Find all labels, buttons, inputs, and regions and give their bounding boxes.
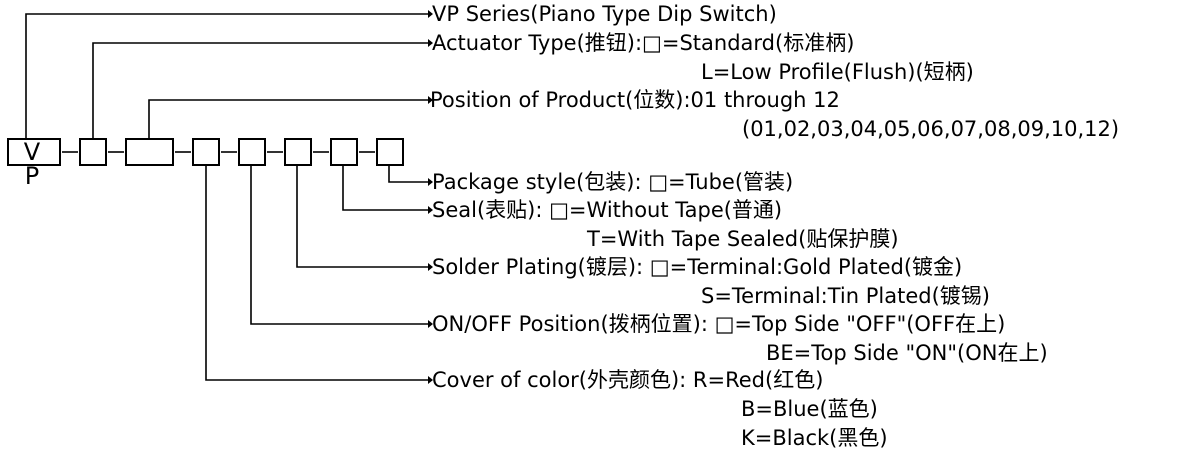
label-color: Cover of color(外壳颜色): R=Red(红色)	[432, 368, 824, 392]
label-seal: Seal(表贴): □=Without Tape(普通)	[432, 198, 783, 222]
label-position-range: (01,02,03,04,05,06,07,08,09,10,12)	[742, 117, 1120, 141]
code-box-position	[125, 138, 174, 166]
arrow-solder	[428, 263, 433, 271]
leader-solder	[296, 166, 428, 268]
leader-series	[25, 13, 428, 138]
leader-seal	[342, 166, 428, 211]
code-box-color	[192, 138, 220, 166]
label-package: Package style(包装): □=Tube(管装)	[432, 170, 794, 194]
code-box-package	[376, 138, 404, 166]
code-box-onoff	[238, 138, 266, 166]
label-actuator: Actuator Type(推钮):□=Standard(标准柄)	[432, 31, 855, 55]
leader-actuator	[92, 42, 428, 138]
arrow-seal	[428, 206, 433, 214]
code-box-actuator	[79, 138, 107, 166]
code-box-seal	[330, 138, 358, 166]
arrow-color	[428, 376, 433, 384]
code-box-solder	[284, 138, 312, 166]
code-prefix-box: V P	[7, 138, 61, 188]
arrow-package	[428, 178, 433, 186]
label-position: Position of Product(位数):01 through 12	[430, 88, 840, 112]
label-actuator-option: L=Low Profile(Flush)(短柄)	[701, 60, 974, 84]
arrow-position	[428, 96, 433, 104]
label-onoff-option: BE=Top Side "ON"(ON在上)	[766, 341, 1048, 365]
leader-position	[148, 99, 428, 138]
label-seal-option: T=With Tape Sealed(贴保护膜)	[587, 227, 899, 251]
label-color-black: K=Black(黑色)	[741, 426, 888, 450]
arrow-actuator	[428, 39, 433, 47]
label-onoff: ON/OFF Position(拨柄位置): □=Top Side "OFF"(…	[432, 312, 1006, 336]
label-color-blue: B=Blue(蓝色)	[741, 397, 878, 421]
arrow-series	[428, 10, 433, 18]
label-solder-option: S=Terminal:Tin Plated(镀锡)	[701, 284, 990, 308]
label-solder: Solder Plating(镀层): □=Terminal:Gold Plat…	[432, 255, 963, 279]
leader-color	[205, 166, 428, 381]
label-series: VP Series(Piano Type Dip Switch)	[432, 2, 777, 26]
leader-package	[388, 166, 428, 183]
arrow-onoff	[428, 320, 433, 328]
leader-onoff	[250, 166, 428, 325]
